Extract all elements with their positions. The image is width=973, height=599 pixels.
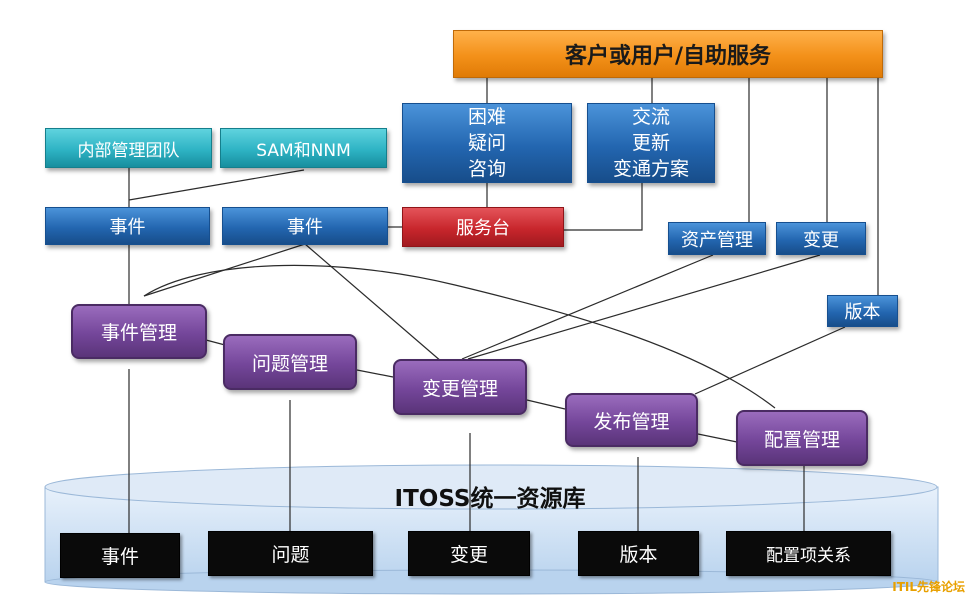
difficulty-box: 困难 疑问 咨询 xyxy=(402,103,572,183)
config-management-process: 配置管理 xyxy=(736,410,868,466)
problem-management-process: 问题管理 xyxy=(223,334,357,390)
database-title: ITOSS统一资源库 xyxy=(394,486,586,512)
record-problem: 问题 xyxy=(208,531,373,576)
exchange-box: 交流 更新 变通方案 xyxy=(587,103,715,183)
change-management-process: 变更管理 xyxy=(393,359,527,415)
connector-lines xyxy=(128,78,879,535)
release-management-process: 发布管理 xyxy=(565,393,698,447)
sam-nnm-box: SAM和NNM xyxy=(220,128,387,168)
change-box: 变更 xyxy=(776,222,866,255)
incident-box-left: 事件 xyxy=(45,207,210,245)
asset-management-box: 资产管理 xyxy=(668,222,766,255)
internal-team-box: 内部管理团队 xyxy=(45,128,212,168)
release-box: 版本 xyxy=(827,295,898,327)
watermark: ITIL先锋论坛 xyxy=(892,580,965,594)
incident-box-middle: 事件 xyxy=(222,207,388,245)
record-incident: 事件 xyxy=(60,533,180,578)
self-service-bar: 客户或用户/自助服务 xyxy=(453,30,883,78)
incident-management-process: 事件管理 xyxy=(71,304,207,359)
record-change: 变更 xyxy=(408,531,530,576)
record-release: 版本 xyxy=(578,531,699,576)
record-config-relations: 配置项关系 xyxy=(726,531,891,576)
service-desk-box: 服务台 xyxy=(402,207,564,247)
